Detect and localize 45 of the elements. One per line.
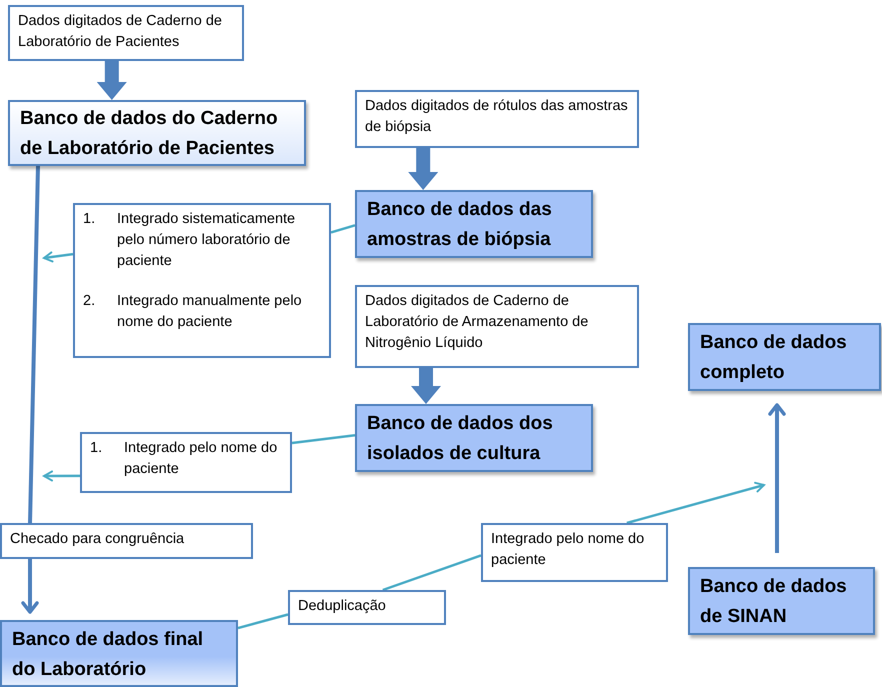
block-arrow bbox=[408, 148, 438, 190]
text-box bbox=[355, 285, 639, 368]
arrow bbox=[21, 559, 39, 614]
arrow bbox=[43, 251, 74, 262]
box-title: Banco de dados completo bbox=[700, 331, 848, 385]
text-box bbox=[8, 5, 244, 61]
block-arrow bbox=[96, 61, 127, 100]
database-box bbox=[8, 100, 306, 166]
connector-line bbox=[330, 224, 356, 234]
box-text: Dados digitados de rótulos das amostras de biópsia bbox=[365, 97, 629, 137]
arrow bbox=[768, 403, 786, 553]
box-text: Dados digitados de Caderno de Laboratório de Armazenamento de Nitrogênio Líquido bbox=[365, 292, 590, 353]
box-title: Banco de dados de SINAN bbox=[700, 575, 848, 629]
arrow bbox=[43, 470, 80, 482]
database-box bbox=[688, 567, 875, 635]
box-text: Integrado manualmente pelo nome do paciente bbox=[117, 292, 303, 332]
box-title: Banco de dados das amostras de biópsia bbox=[367, 198, 553, 252]
connector-line bbox=[28, 166, 40, 524]
text-box bbox=[481, 523, 668, 582]
box-title: Banco de dados do Caderno de Laboratório de Pacientes bbox=[20, 107, 279, 161]
connector-line bbox=[238, 613, 288, 630]
database-box bbox=[355, 190, 593, 258]
block-arrow bbox=[411, 368, 441, 404]
box-title: Banco de dados dos isolados de cultura bbox=[367, 412, 554, 466]
box-text: Dados digitados de Caderno de Laboratório de Pacientes bbox=[18, 12, 223, 52]
list-number: 1. bbox=[83, 210, 96, 229]
arrow bbox=[626, 482, 765, 524]
list-number: 2. bbox=[83, 292, 96, 311]
box-text: Integrado pelo nome do paciente bbox=[491, 530, 646, 570]
box-text: Checado para congruência bbox=[10, 530, 186, 549]
text-box bbox=[355, 90, 639, 148]
box-title: Banco de dados final do Laboratório bbox=[12, 628, 204, 682]
database-box bbox=[355, 404, 593, 472]
box-text: Deduplicação bbox=[298, 597, 387, 616]
box-text: Integrado pelo nome do paciente bbox=[124, 439, 278, 479]
box-text: Integrado sistematicamente pelo número laboratório de paciente bbox=[117, 210, 296, 271]
note-box bbox=[73, 203, 331, 358]
text-box bbox=[288, 590, 446, 625]
note-box bbox=[80, 432, 292, 493]
list-number: 1. bbox=[90, 439, 104, 458]
database-box bbox=[0, 620, 238, 687]
text-box bbox=[0, 523, 253, 559]
connector-line bbox=[292, 434, 356, 444]
database-box bbox=[688, 323, 881, 391]
connector-line bbox=[382, 554, 482, 592]
